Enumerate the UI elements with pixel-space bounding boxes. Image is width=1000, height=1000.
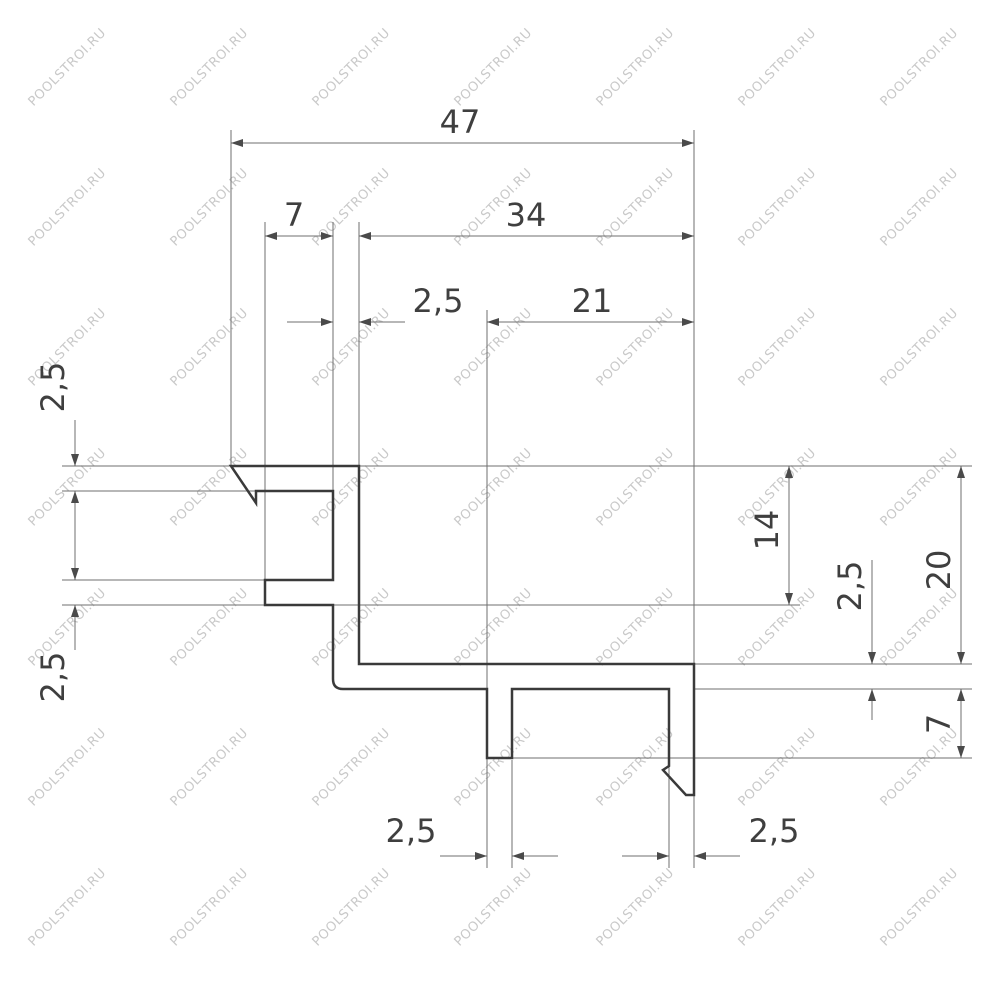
watermark-text: POOLSTROI.RU — [452, 866, 536, 950]
dim-label-20: 20 — [920, 550, 958, 591]
dim-label-left-top: 2,5 — [34, 362, 72, 413]
watermark-text: POOLSTROI.RU — [26, 726, 110, 810]
dim-label-7-right: 7 — [920, 714, 958, 734]
watermark-text: POOLSTROI.RU — [594, 586, 678, 670]
watermark-text: POOLSTROI.RU — [26, 26, 110, 110]
dim-label-right-2-5: 2,5 — [831, 561, 869, 612]
watermark-text: POOLSTROI.RU — [878, 726, 962, 810]
watermark-text: POOLSTROI.RU — [26, 866, 110, 950]
watermark-text: POOLSTROI.RU — [168, 166, 252, 250]
watermark-text: POOLSTROI.RU — [310, 166, 394, 250]
watermark-text: POOLSTROI.RU — [594, 866, 678, 950]
watermark-text: POOLSTROI.RU — [310, 726, 394, 810]
watermark-text: POOLSTROI.RU — [736, 726, 820, 810]
watermark-text: POOLSTROI.RU — [878, 866, 962, 950]
dim-label-14: 14 — [748, 510, 786, 551]
watermark-text: POOLSTROI.RU — [452, 726, 536, 810]
dim-label-7-top: 7 — [284, 196, 304, 234]
watermark-text: POOLSTROI.RU — [310, 866, 394, 950]
watermark-text: POOLSTROI.RU — [452, 26, 536, 110]
watermark-text: POOLSTROI.RU — [310, 586, 394, 670]
watermark-text: POOLSTROI.RU — [452, 446, 536, 530]
dim-label-bottom-right: 2,5 — [749, 812, 800, 850]
watermark-text: POOLSTROI.RU — [594, 166, 678, 250]
watermark-text: POOLSTROI.RU — [594, 446, 678, 530]
dimension-labels: 47 7 34 2,5 21 2,5 2,5 14 20 2,5 7 2,5 2… — [34, 103, 958, 850]
watermark-layer: POOLSTROI.RU POOLSTROI.RU POOLSTROI.RU POOL… — [26, 26, 962, 950]
watermark-text: POOLSTROI.RU — [736, 306, 820, 390]
dim-label-2-5-top: 2,5 — [413, 282, 464, 320]
watermark-text: POOLSTROI.RU — [310, 446, 394, 530]
watermark-text: POOLSTROI.RU — [736, 866, 820, 950]
watermark-text: POOLSTROI.RU — [736, 26, 820, 110]
watermark-text: POOLSTROI.RU — [452, 306, 536, 390]
watermark-text: POOLSTROI.RU — [26, 166, 110, 250]
dim-label-34: 34 — [506, 196, 547, 234]
watermark-text: POOLSTROI.RU — [878, 306, 962, 390]
dim-label-bottom-left: 2,5 — [386, 812, 437, 850]
watermark-text: POOLSTROI.RU — [878, 586, 962, 670]
watermark-text: POOLSTROI.RU — [878, 166, 962, 250]
watermark-text: POOLSTROI.RU — [736, 586, 820, 670]
watermark-text: POOLSTROI.RU — [310, 306, 394, 390]
dim-label-left-bottom: 2,5 — [34, 652, 72, 703]
dim-label-21: 21 — [572, 282, 613, 320]
dimension-lines — [71, 139, 965, 860]
dim-label-47: 47 — [440, 103, 481, 141]
watermark-text: POOLSTROI.RU — [878, 446, 962, 530]
watermark-text: POOLSTROI.RU — [168, 726, 252, 810]
watermark-text: POOLSTROI.RU — [168, 26, 252, 110]
profile-outline — [228, 464, 696, 797]
watermark-text: POOLSTROI.RU — [310, 26, 394, 110]
watermark-text: POOLSTROI.RU — [26, 446, 110, 530]
watermark-text: POOLSTROI.RU — [594, 26, 678, 110]
watermark-text: POOLSTROI.RU — [452, 586, 536, 670]
watermark-text: POOLSTROI.RU — [168, 446, 252, 530]
watermark-text: POOLSTROI.RU — [168, 306, 252, 390]
watermark-text: POOLSTROI.RU — [736, 166, 820, 250]
watermark-text: POOLSTROI.RU — [168, 866, 252, 950]
watermark-text: POOLSTROI.RU — [168, 586, 252, 670]
watermark-text: POOLSTROI.RU — [878, 26, 962, 110]
